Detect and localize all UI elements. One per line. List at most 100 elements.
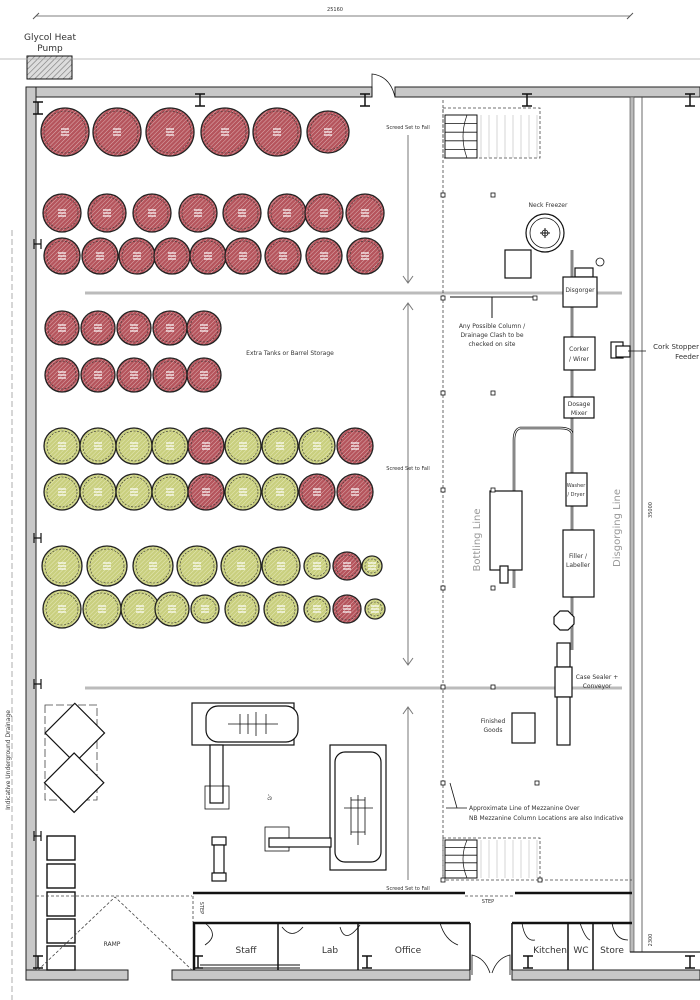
extra-storage-label: Extra Tanks or Barrel Storage (246, 350, 334, 357)
tank-green (176, 545, 218, 587)
tank-red (92, 107, 142, 157)
tank-red (346, 237, 384, 275)
tank-red (132, 193, 172, 233)
room-label-wc: WC (573, 946, 588, 956)
tank-green (261, 427, 299, 465)
tank-green (224, 473, 262, 511)
column-square (537, 877, 543, 883)
tank-green (151, 473, 189, 511)
step-label: STEP (482, 899, 494, 905)
dosage-mixer: Dosage Mixer (563, 396, 595, 419)
note-line: Any Possible Column / (459, 323, 526, 330)
screed-label: Screed Set to Fall (386, 466, 429, 472)
dosage-label-1: Dosage (568, 401, 591, 408)
column-marker-icon (595, 257, 605, 267)
door-swing (371, 73, 396, 98)
cork-feeder-label-2: Feeder (675, 353, 699, 361)
column-square (440, 585, 446, 591)
tank-red (200, 107, 250, 157)
tank-green (132, 545, 174, 587)
storage-bins (46, 835, 76, 971)
ramp-label: RAMP (104, 941, 121, 948)
bottling-line-label: Bottling Line (472, 508, 483, 571)
column-square (440, 877, 446, 883)
h-column (33, 533, 42, 543)
room-label-lab: Lab (322, 946, 339, 956)
washer-label-2: / Dryer (567, 492, 585, 498)
drainage-label: Indicative Underground Drainage (5, 710, 12, 810)
tank-red (224, 237, 262, 275)
tank-red (178, 193, 218, 233)
column-square (490, 390, 496, 396)
tank-red (42, 193, 82, 233)
tank-red (87, 193, 127, 233)
column-square (490, 192, 496, 198)
tank-area (40, 107, 386, 629)
tank-red (80, 357, 116, 393)
room-label-office: Office (395, 946, 422, 956)
steel-column (33, 955, 43, 969)
column-square (440, 295, 446, 301)
staircase (444, 114, 538, 879)
tank-red (80, 310, 116, 346)
column-square (490, 487, 496, 493)
filler-labeller: Filler / Labeller (562, 529, 595, 598)
tank-red (187, 427, 225, 465)
tank-red (81, 237, 119, 275)
building-walls (25, 73, 700, 981)
tank-red (222, 193, 262, 233)
turntable (553, 610, 575, 631)
bin (46, 945, 76, 971)
neck-freezer: Neck Freezer (525, 202, 568, 253)
tank-red (187, 473, 225, 511)
tank-red (336, 473, 374, 511)
h-column (33, 679, 42, 689)
tank-red (118, 237, 156, 275)
tank-green (120, 589, 160, 629)
tank-red (306, 110, 350, 154)
finished-goods-label: Finished (481, 718, 506, 725)
disgorger: Disgorger (562, 267, 598, 308)
tank-green (298, 427, 336, 465)
width-dimension-text: 25160 (327, 7, 343, 13)
tank-red (345, 193, 385, 233)
tank-red (116, 310, 152, 346)
ramp: RAMP (36, 895, 193, 971)
tank-red (267, 193, 307, 233)
column-square (534, 780, 540, 786)
tank-red (43, 237, 81, 275)
cork-stopper-feeder: Cork Stopper Feeder (610, 341, 699, 361)
column-square (440, 684, 446, 690)
dosage-label-2: Mixer (571, 410, 588, 417)
office-dimension-text: 2300 (648, 934, 654, 947)
glycol-heat-pump: Glycol Heat Pump (24, 33, 76, 80)
tank-red (153, 237, 191, 275)
column-square (490, 585, 496, 591)
tank-red (152, 357, 188, 393)
sketch-mark: ঌ (267, 793, 272, 803)
glycol-label-2: Pump (37, 44, 63, 54)
tank-green (41, 545, 83, 587)
tank-green (263, 591, 299, 627)
steel-column (33, 101, 43, 115)
bin (46, 918, 76, 944)
tank-green (115, 473, 153, 511)
tank-red (44, 310, 80, 346)
glycol-label-1: Glycol Heat (24, 33, 76, 43)
tank-red (116, 357, 152, 393)
disgorger-label: Disgorger (565, 287, 595, 294)
cork-feeder-label-1: Cork Stopper (653, 343, 699, 351)
pump (211, 836, 227, 882)
finished-goods: Finished Goods (481, 712, 536, 744)
steel-column (360, 93, 370, 107)
tank-green (82, 589, 122, 629)
tank-red (336, 427, 374, 465)
tank-green (303, 552, 331, 580)
washer-label-1: Washer (567, 483, 587, 489)
tank-green (151, 427, 189, 465)
filler-label-1: Filler / (569, 553, 588, 560)
note-line: checked on site (469, 341, 516, 348)
steel-column (362, 955, 372, 969)
